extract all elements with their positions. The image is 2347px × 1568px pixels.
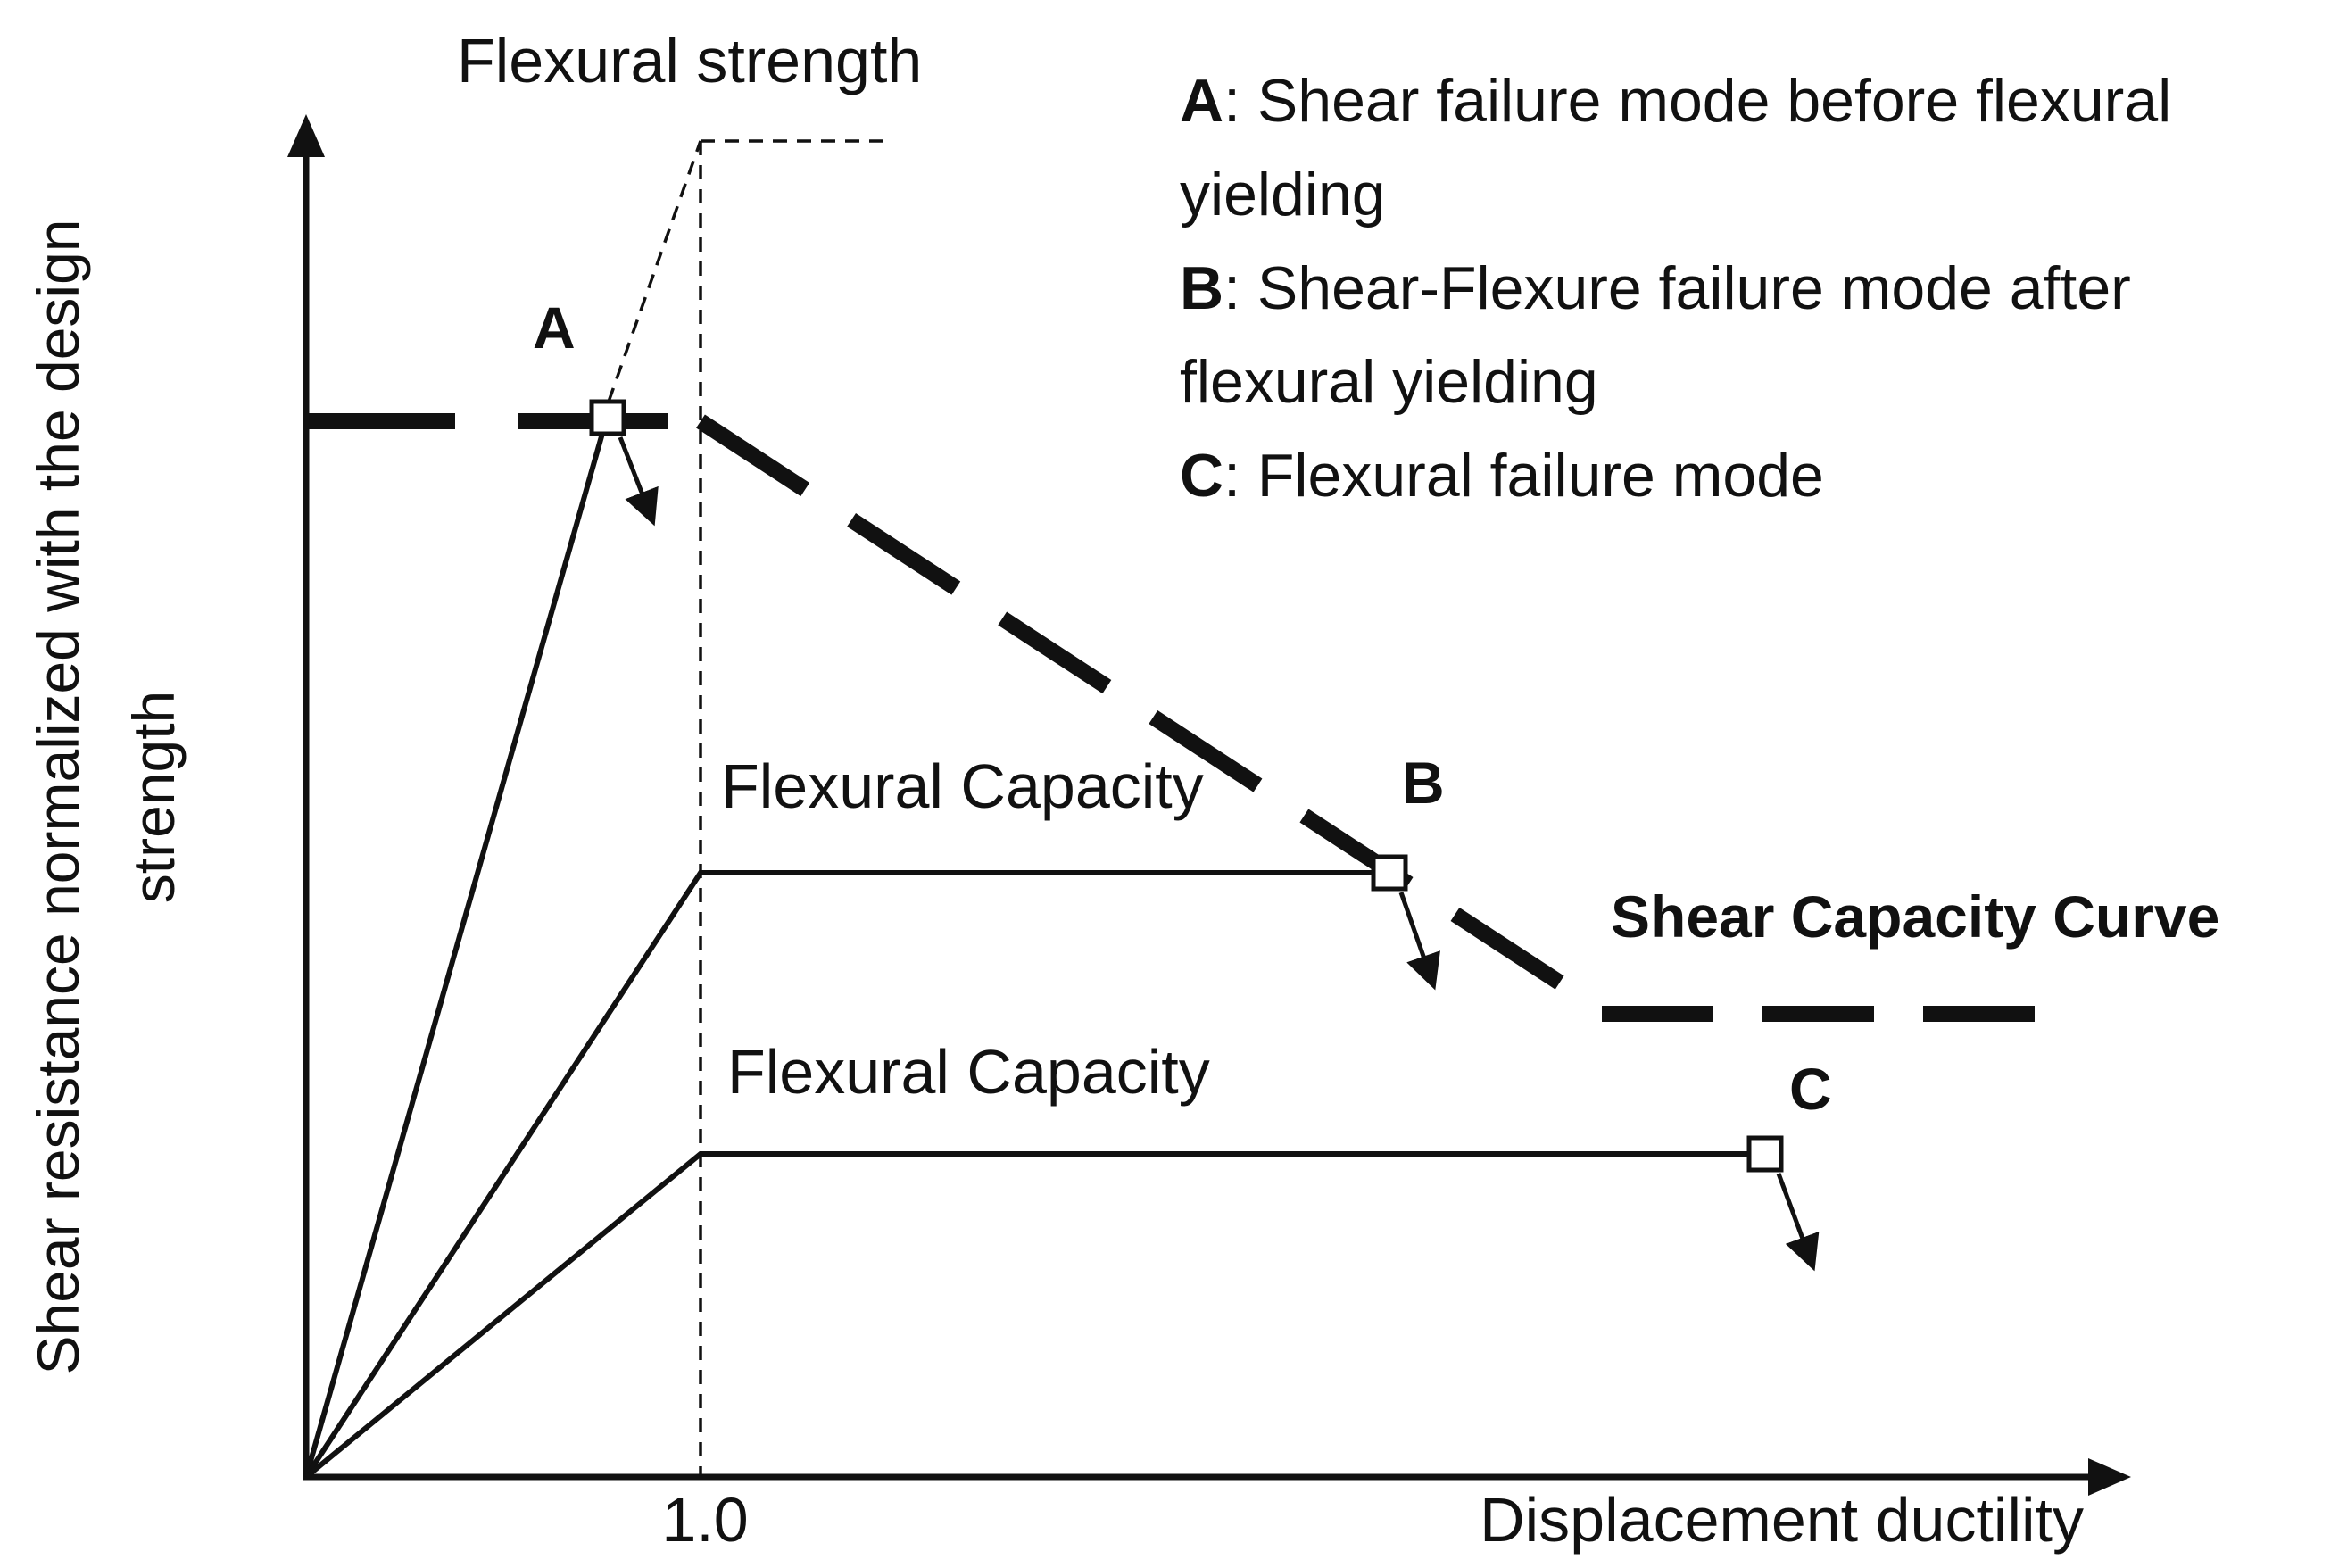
x-tick-label: 1.0 (661, 1485, 748, 1555)
legend: A: Shear failure mode before flexural yi… (1180, 67, 2171, 510)
legend-text-b-line1: : Shear-Flexure failure mode after (1223, 254, 2131, 322)
legend-text-a-line2: yielding (1180, 161, 1386, 228)
failure-point-c-marker (1746, 1135, 1784, 1173)
y-axis-arrowhead (287, 114, 325, 157)
flexural-capacity-upper-label: Flexural Capacity (721, 751, 1204, 821)
legend-entry-a: A: Shear failure mode before flexural (1180, 67, 2171, 135)
flexural-capacity-lower-label: Flexural Capacity (727, 1037, 1210, 1107)
failure-point-a-marker (589, 399, 626, 436)
point-c-label: C (1789, 1056, 1832, 1122)
legend-text-c-line1: : Flexural failure mode (1223, 442, 1824, 510)
degradation-arrow-b (1398, 892, 1440, 991)
y-axis-label: Shear resistance normalized with the des… (25, 219, 91, 1374)
degradation-arrow-a (618, 436, 659, 527)
failure-point-b-marker (1371, 854, 1408, 892)
response-curve-c (304, 1151, 1765, 1480)
point-b-label: B (1402, 750, 1445, 816)
response-curve-a (303, 417, 610, 1478)
response-curve-b (303, 870, 1389, 1479)
y-axis-label-line1: Shear resistance normalized with the des… (25, 219, 91, 1374)
x-axis-arrowhead (2088, 1458, 2131, 1496)
shear-capacity-descending-segment (696, 414, 1606, 1017)
y-axis-label-second: strength (120, 691, 187, 903)
point-a-label: A (533, 295, 576, 361)
x-axis-label: Displacement ductility (1480, 1485, 2084, 1555)
legend-entry-b: B: Shear-Flexure failure mode after (1180, 254, 2131, 322)
flexural-strength-label: Flexural strength (457, 26, 922, 95)
legend-key-b: B (1180, 254, 1223, 322)
legend-text-a-line1: : Shear failure mode before flexural (1223, 67, 2171, 135)
legend-text-b-line2: flexural yielding (1180, 348, 1598, 416)
degradation-arrow-c (1776, 1173, 1820, 1272)
legend-key-a: A (1180, 67, 1223, 135)
y-axis-label-line2: strength (120, 691, 187, 903)
shear-capacity-curve-label: Shear Capacity Curve (1611, 884, 2219, 950)
legend-entry-c: C: Flexural failure mode (1180, 442, 1824, 510)
legend-key-c: C (1180, 442, 1223, 510)
flexural-strength-dashed-rise (607, 140, 702, 402)
